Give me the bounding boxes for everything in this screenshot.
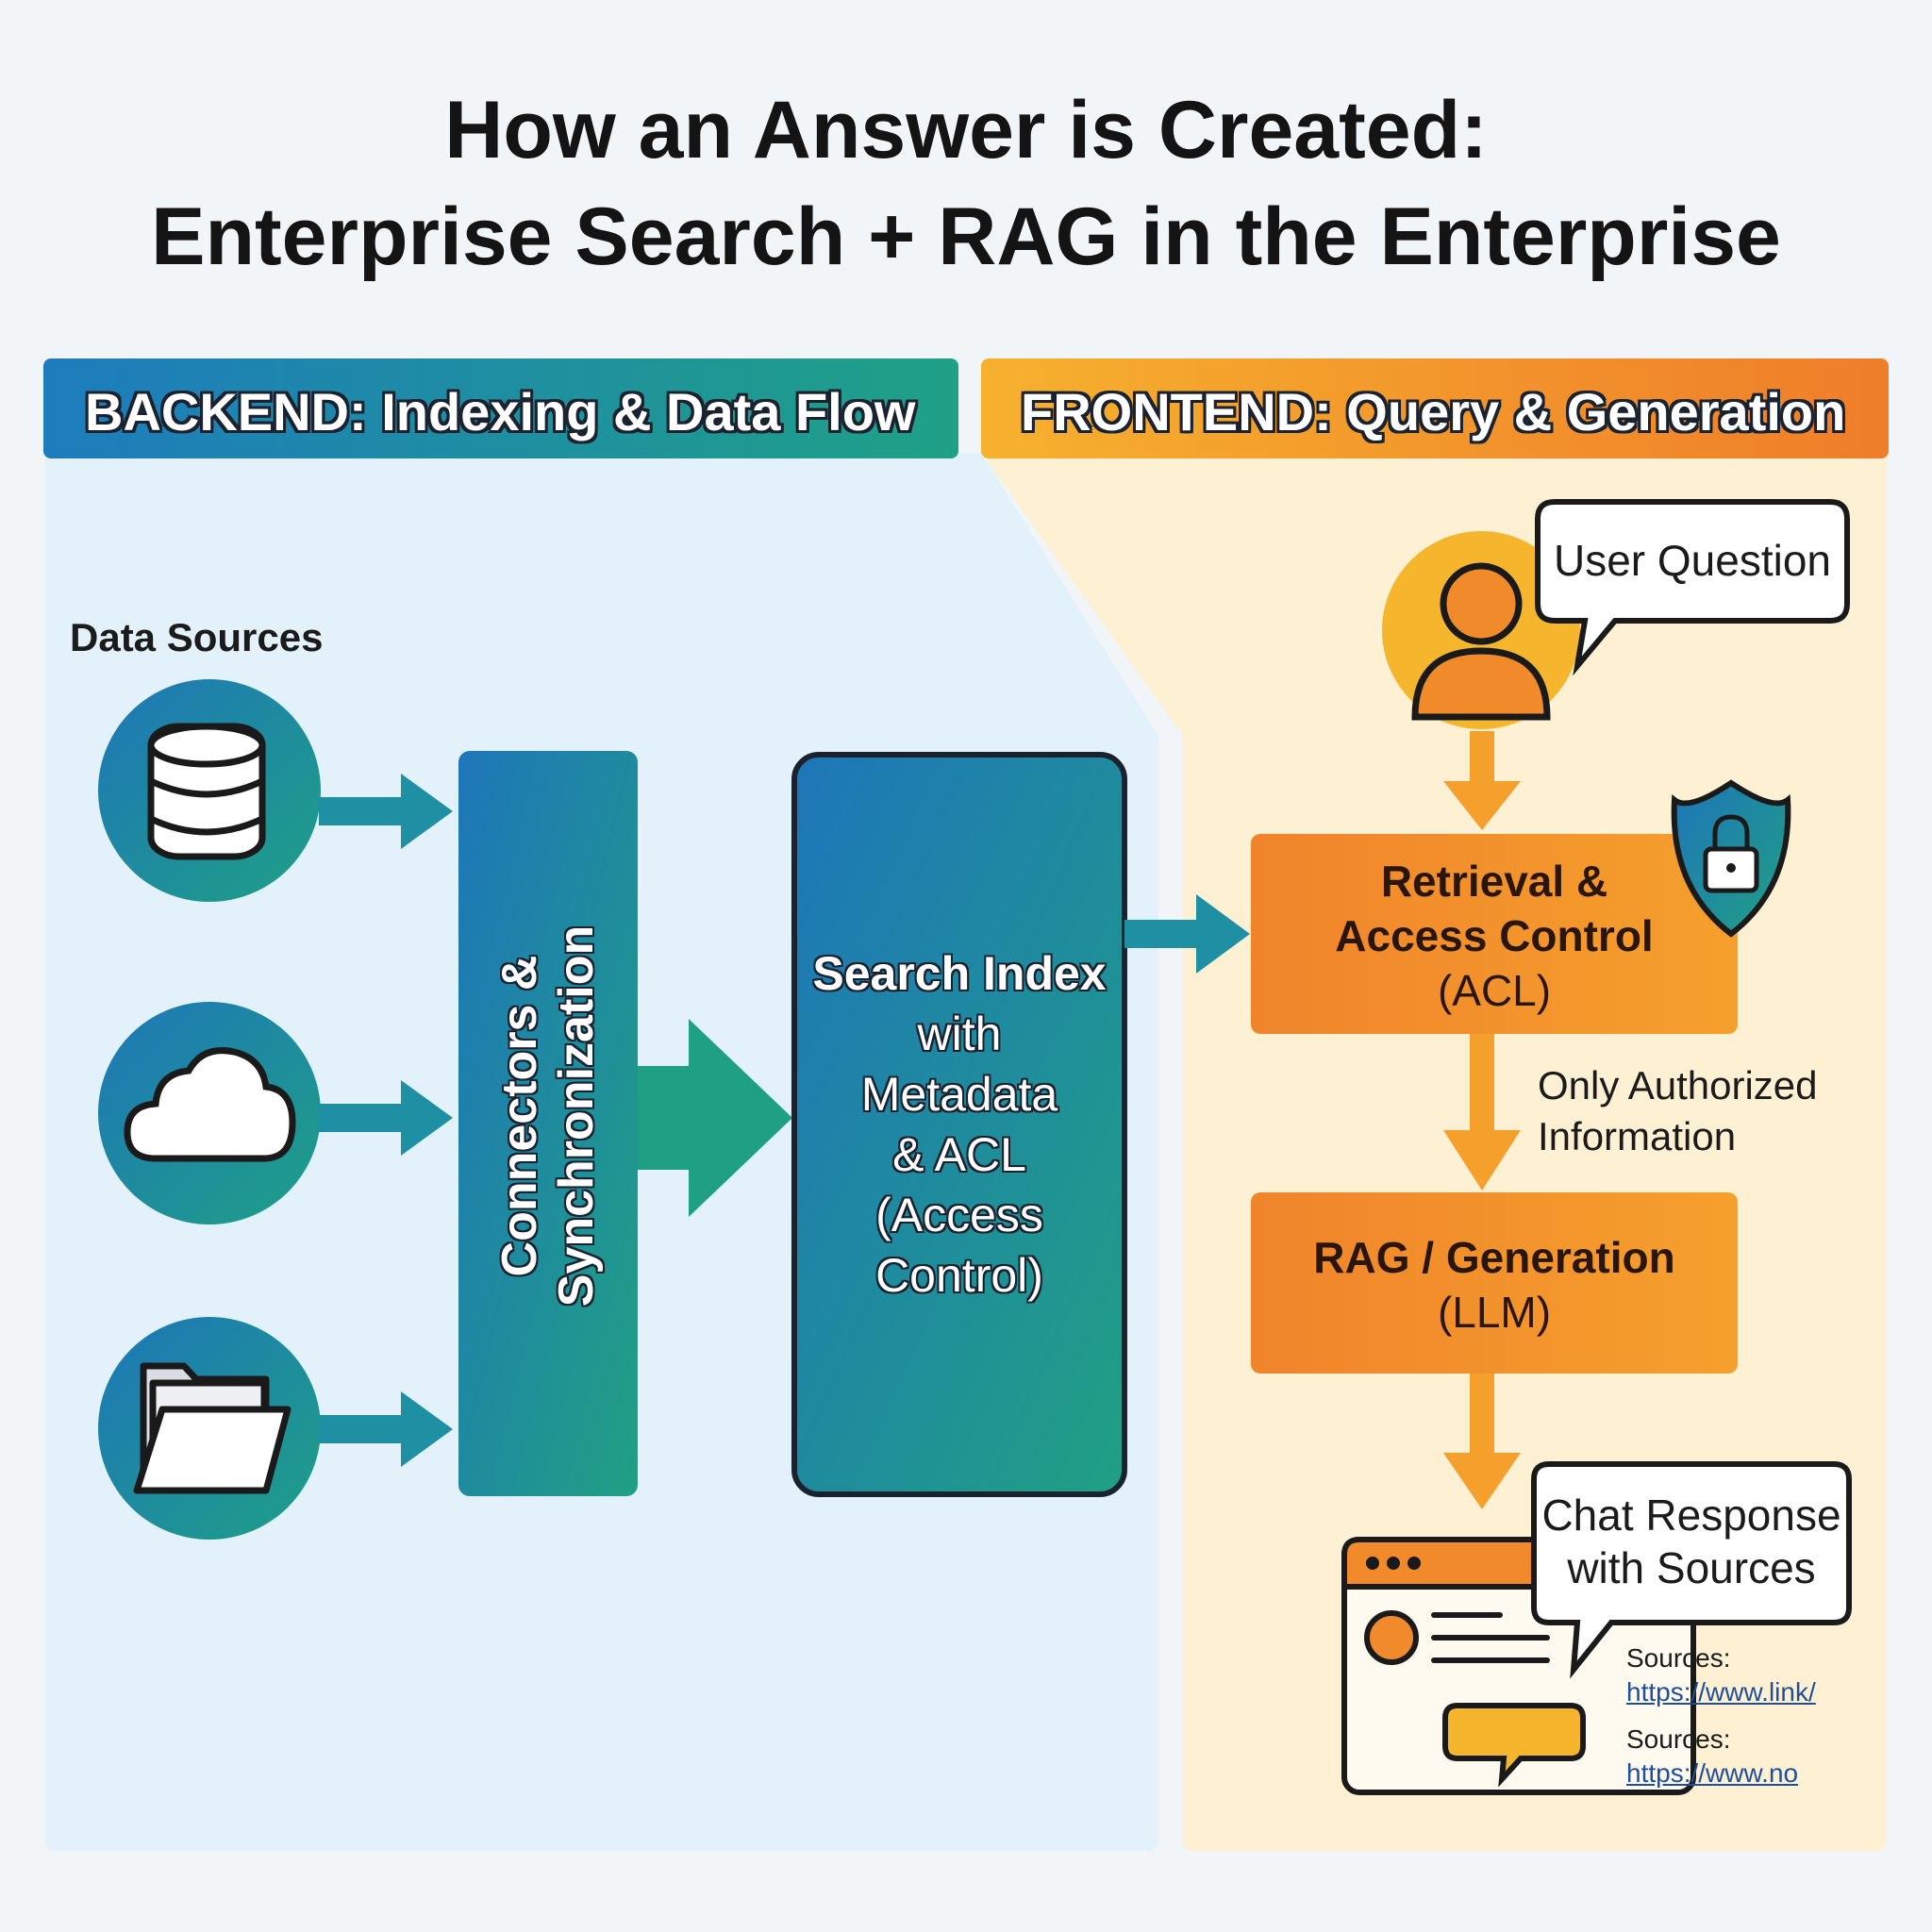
connectors-label: Connectors & Synchronization xyxy=(458,743,638,1489)
rag-line1: RAG / Generation xyxy=(1313,1233,1675,1282)
index-line4: & ACL xyxy=(892,1128,1026,1181)
authorized-line2: Information xyxy=(1538,1114,1737,1158)
index-line1: Search Index xyxy=(812,947,1107,1000)
search-index-block xyxy=(791,752,1127,1497)
page-title-line1: How an Answer is Created: xyxy=(444,85,1488,175)
rag-box xyxy=(1251,1192,1738,1374)
shield-lock-icon xyxy=(1671,779,1791,938)
index-line6: Control) xyxy=(875,1249,1043,1302)
retrieval-label: Retrieval & Access Control (ACL) xyxy=(1251,854,1738,1018)
source-1-label: Sources: xyxy=(1626,1643,1731,1673)
user-question-text: User Question xyxy=(1553,536,1831,585)
data-sources-label: Data Sources xyxy=(70,615,324,659)
source-2-label: Sources: xyxy=(1626,1724,1731,1754)
frontend-header-bar xyxy=(981,358,1889,458)
authorized-info-label: Only Authorized Information xyxy=(1538,1060,1818,1162)
rag-line2: (LLM) xyxy=(1437,1288,1552,1337)
source-2-link[interactable]: https://www.no xyxy=(1626,1758,1799,1788)
backend-header-bar xyxy=(43,358,958,458)
frontend-header: FRONTEND: Query & Generation xyxy=(1021,382,1846,441)
user-to-retrieval-arrow xyxy=(1443,731,1521,830)
retrieval-box xyxy=(1251,834,1738,1034)
index-line2: with xyxy=(917,1008,1002,1060)
retrieval-line3: (ACL) xyxy=(1437,966,1552,1015)
response-bubble xyxy=(1531,1461,1852,1679)
database-icon xyxy=(147,723,266,860)
retrieval-to-rag-arrow xyxy=(1443,1034,1521,1191)
index-to-retrieval-arrow xyxy=(1124,894,1250,974)
search-index-label: Search Index with Metadata & ACL (Access… xyxy=(794,943,1124,1306)
index-line3: Metadata xyxy=(860,1068,1058,1121)
rag-label: RAG / Generation (LLM) xyxy=(1251,1230,1738,1340)
folder-icon xyxy=(133,1362,291,1494)
retrieval-line2: Access Control xyxy=(1335,911,1654,960)
backend-header: BACKEND: Indexing & Data Flow xyxy=(85,382,916,441)
source-1-link[interactable]: https://www.link/ xyxy=(1626,1677,1816,1707)
cloud-icon xyxy=(124,1047,296,1162)
rag-to-response-arrow xyxy=(1443,1374,1521,1509)
retrieval-line1: Retrieval & xyxy=(1380,857,1608,906)
connectors-to-index-arrow xyxy=(638,1019,792,1217)
connectors-line2: Synchronization xyxy=(549,924,605,1307)
authorized-line1: Only Authorized xyxy=(1538,1063,1818,1108)
response-text: Chat Response with Sources xyxy=(1536,1489,1847,1594)
user-icon xyxy=(1411,562,1551,721)
connectors-column xyxy=(458,751,638,1496)
user-question-bubble xyxy=(1535,499,1850,676)
response-line2: with Sources xyxy=(1567,1543,1816,1592)
source-arrows xyxy=(319,774,453,1467)
connectors-line1: Connectors & xyxy=(492,955,548,1277)
index-line5: (Access xyxy=(875,1189,1043,1241)
page-title-line2: Enterprise Search + RAG in the Enterpris… xyxy=(151,192,1781,282)
response-line1: Chat Response xyxy=(1541,1491,1841,1540)
sources-list: Sources: https://www.link/ Sources: http… xyxy=(1626,1641,1816,1790)
